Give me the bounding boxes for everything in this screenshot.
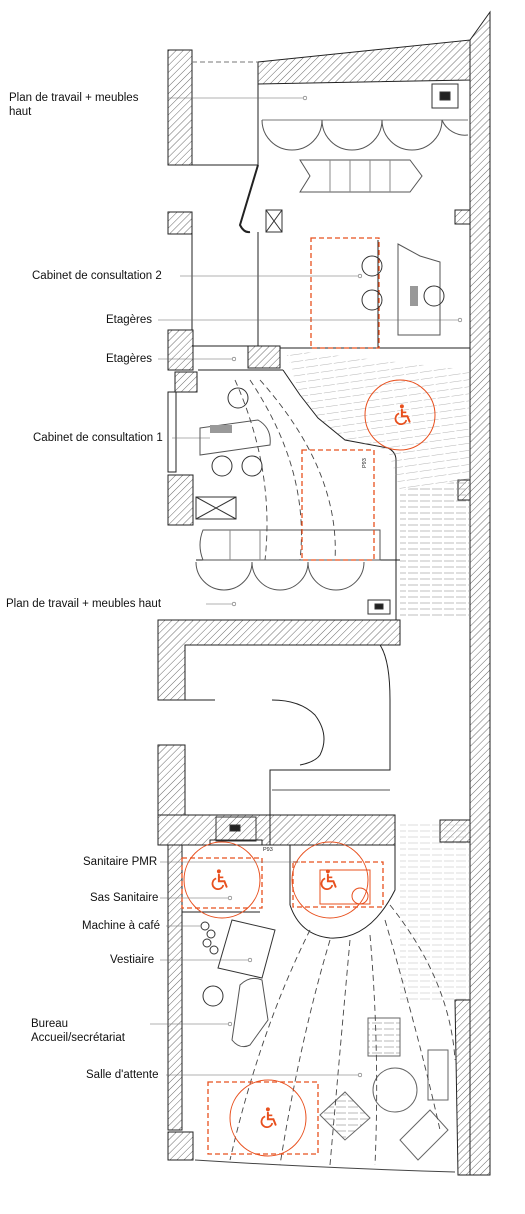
label-sas-sanitaire: Sas Sanitaire xyxy=(90,892,159,904)
leader-lines xyxy=(150,95,463,1078)
door-tag-p93-top: P93 xyxy=(362,458,368,468)
label-vestiaire: Vestiaire xyxy=(110,954,155,966)
label-plan-travail-mid: Plan de travail + meubles haut xyxy=(6,598,162,610)
label-etageres-1: Etagères xyxy=(106,314,153,326)
label-cabinet-1: Cabinet de consultation 1 xyxy=(33,432,163,444)
door-tag-p93-bottom: P93 xyxy=(263,847,273,853)
label-salle-attente: Salle d'attente xyxy=(86,1069,159,1081)
label-etageres-2: Etagères xyxy=(106,353,153,365)
wheelchair-icon xyxy=(211,868,228,890)
wheelchair-icon xyxy=(320,868,337,890)
label-machine-cafe: Machine à café xyxy=(82,920,160,932)
corridor-floor xyxy=(285,350,470,1000)
wheelchair-icon xyxy=(260,1106,277,1128)
label-sanitaire-pmr: Sanitaire PMR xyxy=(83,856,158,868)
accessibility-zones xyxy=(181,237,384,1155)
furniture xyxy=(195,83,459,1007)
circulation-arcs xyxy=(229,379,456,1166)
chair-icons xyxy=(202,255,445,1007)
exterior-walls xyxy=(157,10,491,1176)
label-plan-travail-top: Plan de travail + meubles haut xyxy=(9,92,139,118)
label-bureau: Bureau Accueil/secrétariat xyxy=(31,1018,125,1044)
label-cabinet-2: Cabinet de consultation 2 xyxy=(32,270,162,282)
turning-circles xyxy=(183,379,436,1157)
